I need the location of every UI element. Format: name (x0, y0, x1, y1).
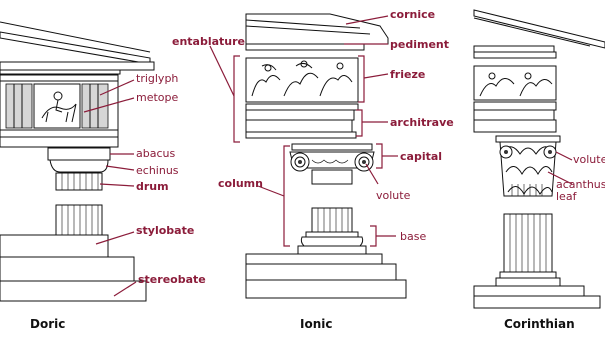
label-cornice: cornice (390, 8, 435, 21)
label-stereobate: stereobate (138, 273, 206, 286)
label-stylobate: stylobate (136, 224, 194, 237)
label-metope: metope (136, 91, 179, 104)
label-entablature: entablature (172, 35, 245, 48)
label-volute: volute (376, 189, 411, 202)
ionic-abacus (292, 144, 372, 150)
label-column: column (218, 177, 263, 190)
corinthian-capital (500, 142, 556, 196)
corinthian-frieze (474, 66, 556, 100)
label-architrave: architrave (390, 116, 454, 129)
caption-corinthian: Corinthian (504, 317, 575, 331)
doric-abacus (48, 148, 110, 160)
label-triglyph: triglyph (136, 72, 178, 85)
label-base: base (400, 230, 426, 243)
label-abacus: abacus (136, 147, 175, 160)
label-frieze: frieze (390, 68, 425, 81)
doric-drum (56, 173, 102, 190)
label-drum: drum (136, 180, 169, 193)
doric-echinus (50, 160, 108, 172)
label-echinus: echinus (136, 164, 179, 177)
ionic-order-drawing (210, 14, 406, 298)
caption-ionic: Ionic (300, 317, 332, 331)
doric-order-drawing (0, 22, 154, 301)
caption-doric: Doric (30, 317, 65, 331)
caption-layer: Doric Ionic Corinthian (30, 317, 575, 331)
label-volute-corinthian: volute (573, 153, 605, 166)
label-pediment: pediment (390, 38, 449, 51)
label-acanthus-leaf: leaf (556, 190, 578, 203)
ionic-base (306, 232, 358, 237)
ionic-architrave (246, 110, 354, 120)
doric-metope (34, 84, 80, 128)
doric-stereobate (0, 281, 146, 301)
doric-stylobate (0, 235, 108, 257)
label-capital: capital (400, 150, 442, 163)
